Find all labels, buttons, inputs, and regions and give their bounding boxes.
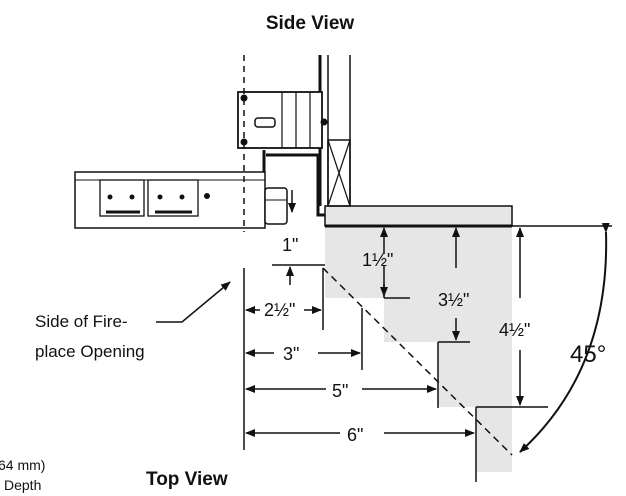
- dim-label-1in: 1": [282, 235, 298, 255]
- dim-label-5in: 5": [332, 381, 348, 401]
- wall-framing: [318, 55, 351, 207]
- top-view-title: Top View: [146, 469, 228, 490]
- side-view-title: Side View: [266, 13, 355, 34]
- dim-label-3-5in: 3½": [438, 290, 469, 310]
- dim-label-1-5in: 1½": [362, 250, 393, 270]
- dim-label-4-5in: 4½": [499, 320, 530, 340]
- callout-label: Side of Fire- place Opening: [35, 312, 145, 361]
- angle-label-45: 45°: [570, 341, 606, 368]
- projection-line-45: [322, 267, 513, 456]
- cut-text-line1: 64 mm): [0, 457, 45, 473]
- dim-label-3in: 3": [283, 344, 299, 364]
- mantel-shelf: [324, 205, 513, 227]
- extension-lines: [322, 268, 477, 482]
- cut-text-line2: Depth: [4, 477, 41, 493]
- callout-leader: [156, 281, 231, 323]
- dim-label-2-5in: 2½": [264, 300, 295, 320]
- allowable-projection-zone: [325, 226, 512, 472]
- angle-arc-45: [519, 222, 610, 453]
- firebox-top-view: [74, 171, 288, 229]
- fireplace-unit: [237, 91, 328, 149]
- dim-label-6in: 6": [347, 425, 363, 445]
